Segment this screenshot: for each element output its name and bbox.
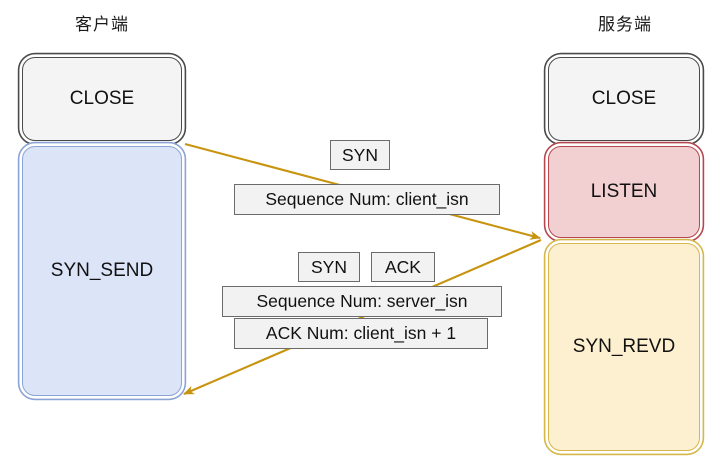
client-column-title: 客户端 [75, 15, 129, 34]
client-state-syn-send: SYN_SEND [22, 146, 182, 396]
message-2-field-ack-num: ACK Num: client_isn + 1 [234, 318, 488, 349]
server-state-syn-revd: SYN_REVD [548, 243, 700, 451]
arrow-syn-ack-server-to-client [183, 239, 542, 395]
client-state-close: CLOSE [22, 57, 182, 141]
message-2-flag-ack: ACK [371, 252, 435, 282]
message-2-field-sequence-num: Sequence Num: server_isn [222, 286, 502, 317]
server-state-listen: LISTEN [548, 146, 700, 238]
server-state-close: CLOSE [548, 57, 700, 141]
message-1-flag-syn: SYN [330, 140, 390, 170]
message-1-field-sequence-num: Sequence Num: client_isn [234, 184, 500, 215]
message-2-flag-syn: SYN [298, 252, 360, 282]
server-column-title: 服务端 [598, 15, 652, 34]
